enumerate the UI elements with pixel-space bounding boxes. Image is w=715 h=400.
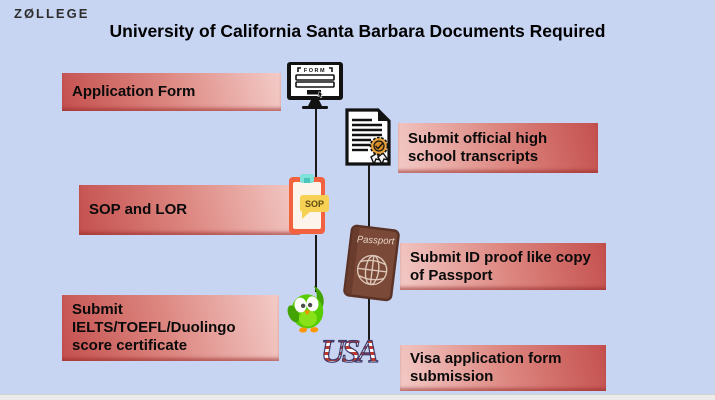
duolingo-owl-icon	[287, 285, 324, 333]
footer-strip	[0, 394, 715, 400]
connector-line-left-2	[315, 235, 317, 292]
cursor-icon	[317, 91, 324, 99]
monitor-base	[302, 106, 328, 109]
connector-line-left-1	[315, 106, 317, 180]
form-input	[295, 81, 335, 88]
step-box-visa-application: Visa application form submission	[400, 345, 606, 391]
passport-label: Passport	[357, 234, 395, 247]
monitor-stand	[308, 100, 322, 106]
owl-pupil	[300, 303, 306, 309]
computer-form-icon: FORM	[287, 62, 343, 109]
step-label: Application Form	[72, 83, 196, 100]
sop-bubble-text: SOP	[305, 199, 324, 209]
owl-pupil	[307, 302, 313, 308]
passport-icon: Passport	[343, 224, 400, 302]
connector-line-right-1	[368, 165, 370, 235]
owl-beak	[304, 310, 311, 316]
connector-line-right-2	[368, 298, 370, 344]
clipboard-clip-detail	[304, 178, 310, 183]
step-box-sop-and-lor: SOP and LOR	[79, 185, 300, 235]
step-label: Submit ID proof like copy of Passport	[410, 248, 591, 284]
bracket-right	[329, 67, 333, 72]
usa-flag-text-icon: USA	[320, 333, 379, 370]
passport-spine	[345, 227, 360, 295]
step-label: Submit official high school transcripts	[408, 130, 548, 165]
passport-cover	[343, 224, 400, 302]
zollege-logo: ZØLLEGE	[14, 6, 90, 21]
owl-foot	[299, 327, 308, 333]
step-box-application-form: Application Form	[62, 73, 281, 111]
submit-button	[307, 90, 321, 95]
step-box-high-school-transcripts: Submit official high school transcripts	[398, 123, 598, 173]
folded-corner	[378, 110, 389, 121]
certificate-seal	[369, 136, 390, 166]
globe-emblem	[356, 254, 388, 286]
step-label: Visa application form submission	[410, 350, 562, 385]
owl-raised-wing	[313, 285, 324, 307]
owl-eye	[294, 297, 307, 313]
bracket-left	[297, 67, 301, 72]
form-input	[295, 74, 335, 81]
document-text-lines	[352, 118, 382, 152]
owl-eye	[306, 296, 319, 312]
form-title-text: FORM	[304, 68, 326, 74]
page-title: University of California Santa Barbara D…	[109, 21, 606, 41]
step-label: Submit IELTS/TOEFL/Duolingo score certif…	[72, 301, 236, 354]
owl-belly	[298, 310, 317, 327]
step-box-language-score-certificate: Submit IELTS/TOEFL/Duolingo score certif…	[62, 295, 279, 361]
owl-foot	[310, 327, 319, 333]
transcript-certificate-icon	[345, 108, 391, 166]
step-label: SOP and LOR	[89, 201, 188, 218]
sop-bubble: SOP	[300, 195, 329, 219]
step-box-id-proof-passport: Submit ID proof like copy of Passport	[400, 243, 606, 290]
sop-clipboard-icon: SOP	[289, 174, 329, 234]
